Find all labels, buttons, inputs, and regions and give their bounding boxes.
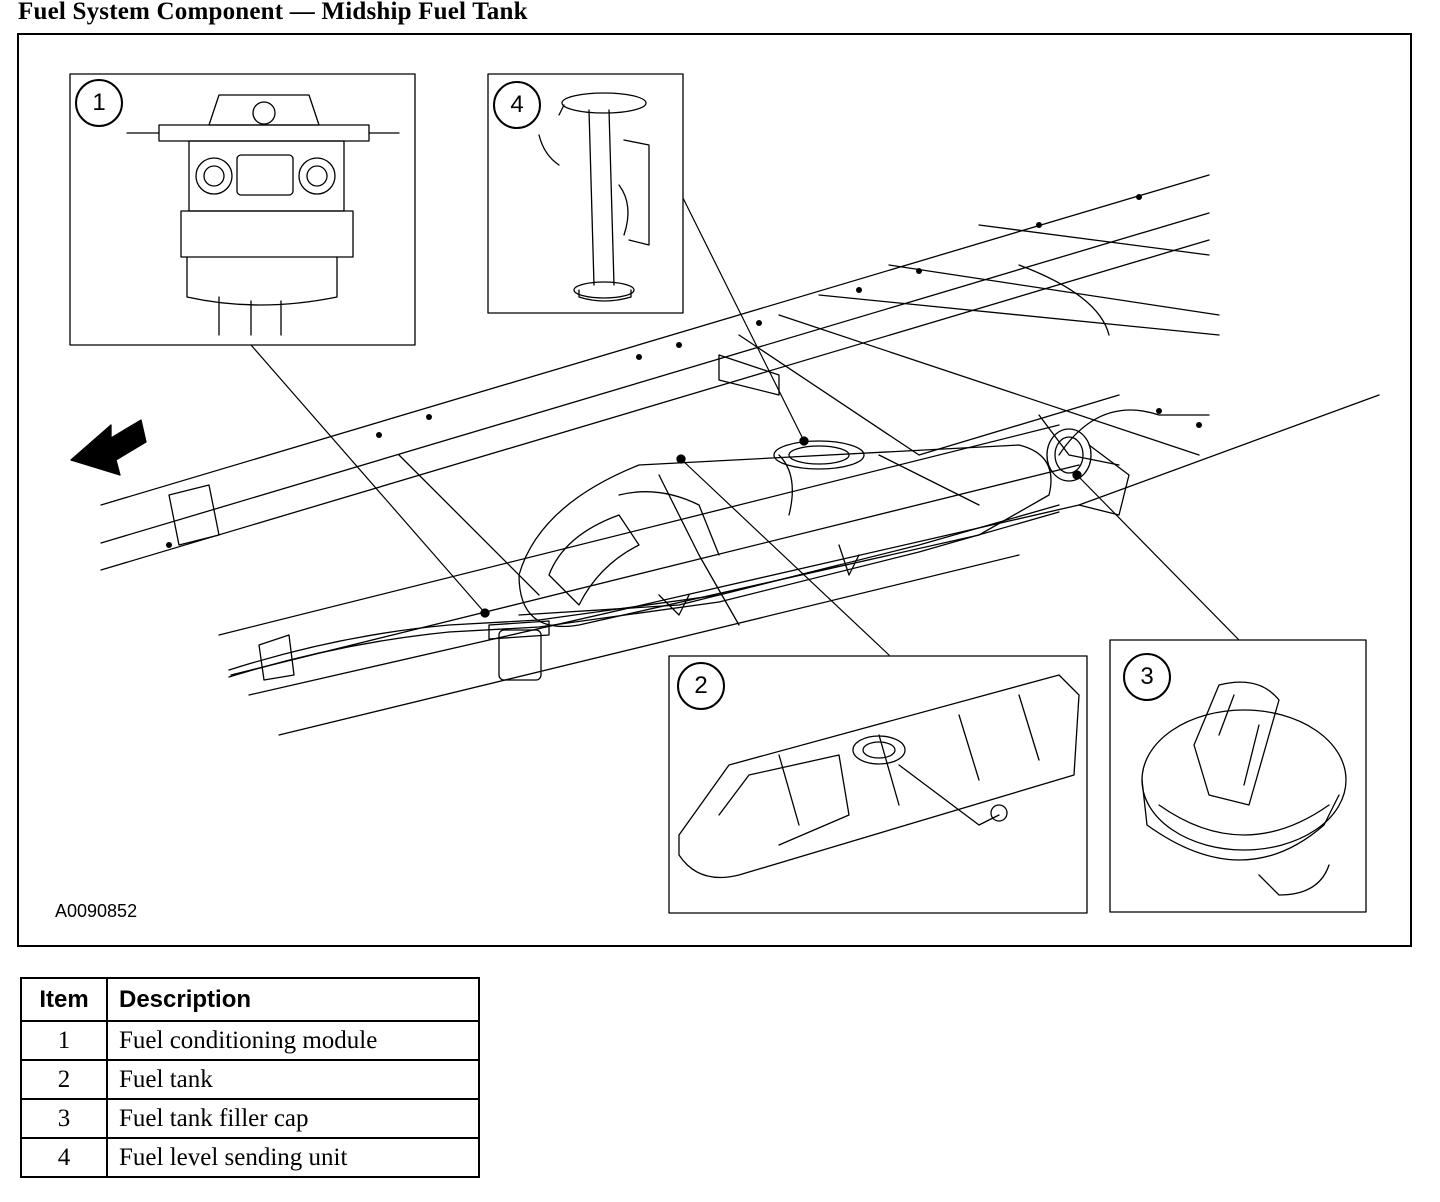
item-number: 4 (20, 1137, 108, 1178)
item-description: Fuel tank (106, 1059, 480, 1100)
table-row: 1 Fuel conditioning module (20, 1020, 480, 1061)
fuel-lines (228, 409, 1210, 678)
item-description: Fuel level sending unit (106, 1137, 480, 1178)
figure-id: A0090852 (55, 901, 138, 921)
item-number: 2 (20, 1059, 108, 1100)
header-description: Description (106, 977, 480, 1022)
frame-holes (166, 194, 1202, 548)
inset-fuel-conditioning-module (69, 73, 416, 346)
page-title: Fuel System Component — Midship Fuel Tan… (18, 0, 528, 25)
table-row: 4 Fuel level sending unit (20, 1137, 480, 1178)
item-number: 3 (20, 1098, 108, 1139)
fuel-tank-on-frame (518, 440, 1052, 627)
table-row: 3 Fuel tank filler cap (20, 1098, 480, 1139)
callout-2: 2 (677, 662, 725, 710)
table-row: 2 Fuel tank (20, 1059, 480, 1100)
component-diagram: 1 4 2 3 A0090852 (17, 33, 1412, 947)
callout-1: 1 (75, 79, 123, 127)
header-item: Item (20, 977, 108, 1022)
item-number: 1 (20, 1020, 108, 1061)
callout-4: 4 (493, 81, 541, 129)
legend-header-row: Item Description (20, 977, 480, 1022)
callout-3: 3 (1123, 653, 1171, 701)
chassis-illustration (69, 73, 1380, 914)
filler-neck (1046, 428, 1130, 516)
inset-fuel-tank (668, 655, 1088, 914)
legend-table: Item Description 1 Fuel conditioning mod… (20, 977, 480, 1178)
item-description: Fuel tank filler cap (106, 1098, 480, 1139)
leader-lines (250, 189, 1240, 656)
front-arrow-icon (70, 419, 147, 476)
item-description: Fuel conditioning module (106, 1020, 480, 1061)
